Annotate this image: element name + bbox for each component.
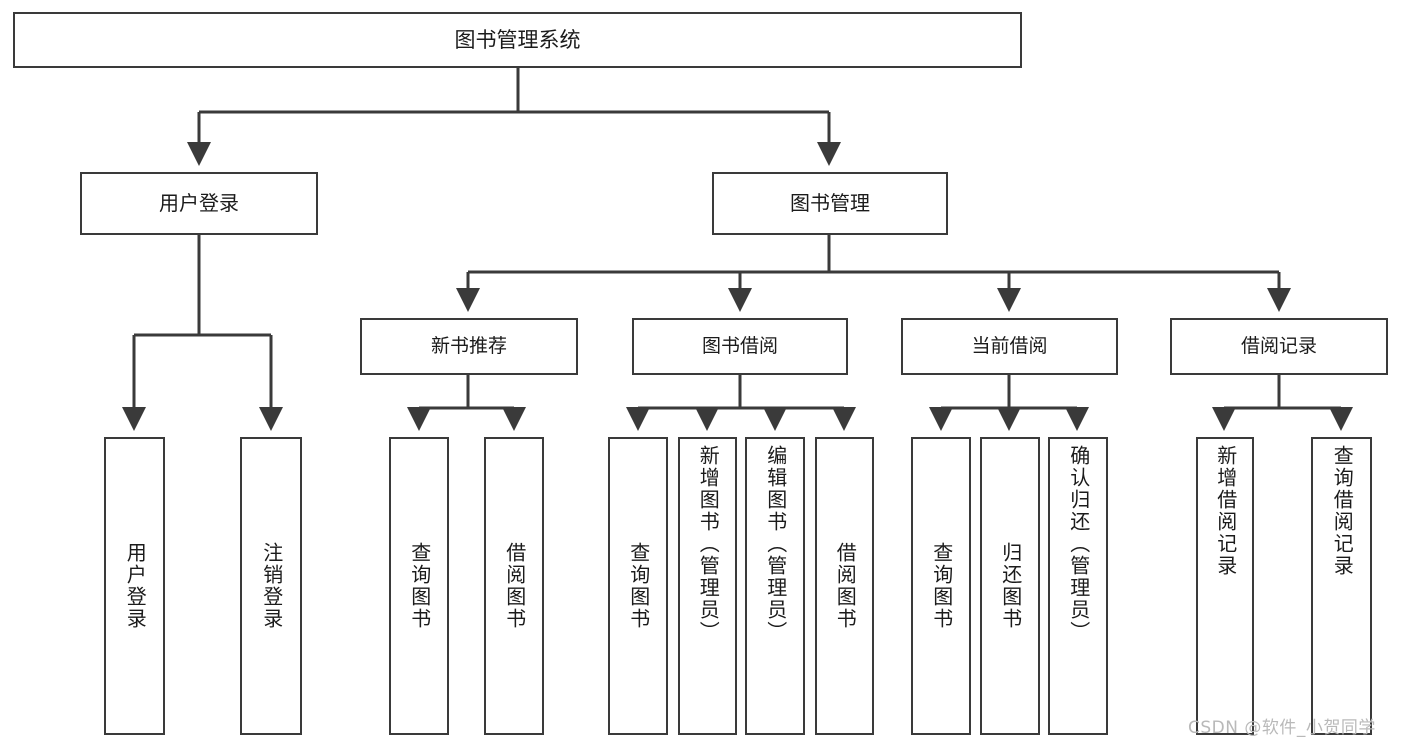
node-leaf-user-login-label: 用户登录 (123, 542, 148, 630)
node-leaf-return-book-label: 归还图书 (998, 542, 1023, 630)
node-leaf-add-record-label: 新增借阅记录 (1213, 445, 1238, 577)
node-book-manage[interactable]: 图书管理 (712, 172, 948, 235)
node-leaf-borrow-book-1-label: 借阅图书 (502, 542, 527, 630)
node-current-borrow[interactable]: 当前借阅 (901, 318, 1118, 375)
node-leaf-query-book-2-label: 查询图书 (626, 542, 651, 630)
node-leaf-query-book-1[interactable]: 查询图书 (389, 437, 449, 735)
node-user-login[interactable]: 用户登录 (80, 172, 318, 235)
node-leaf-logout[interactable]: 注销登录 (240, 437, 302, 735)
node-leaf-add-book[interactable]: 新增图书（管理员） (678, 437, 737, 735)
node-leaf-query-book-3-label: 查询图书 (929, 542, 954, 630)
node-leaf-query-book-1-label: 查询图书 (407, 542, 432, 630)
node-leaf-borrow-book-2-label: 借阅图书 (833, 542, 858, 630)
node-leaf-confirm-return-label: 确认归还（管理员） (1066, 445, 1091, 643)
node-leaf-query-book-3[interactable]: 查询图书 (911, 437, 971, 735)
node-borrow-record[interactable]: 借阅记录 (1170, 318, 1388, 375)
node-current-borrow-label: 当前借阅 (971, 335, 1048, 358)
node-new-book-recommend-label: 新书推荐 (430, 335, 507, 358)
node-leaf-confirm-return[interactable]: 确认归还（管理员） (1048, 437, 1108, 735)
node-leaf-add-book-label: 新增图书（管理员） (696, 445, 721, 643)
node-leaf-query-record-label: 查询借阅记录 (1330, 445, 1355, 577)
node-leaf-query-book-2[interactable]: 查询图书 (608, 437, 668, 735)
node-new-book-recommend[interactable]: 新书推荐 (360, 318, 578, 375)
node-leaf-query-record[interactable]: 查询借阅记录 (1311, 437, 1372, 735)
node-root[interactable]: 图书管理系统 (13, 12, 1022, 68)
node-book-borrow-label: 图书借阅 (701, 335, 778, 358)
node-root-label: 图书管理系统 (454, 27, 581, 52)
node-leaf-edit-book-label: 编辑图书（管理员） (763, 445, 788, 643)
node-leaf-borrow-book-2[interactable]: 借阅图书 (815, 437, 874, 735)
node-user-login-label: 用户登录 (159, 190, 239, 215)
node-leaf-edit-book[interactable]: 编辑图书（管理员） (745, 437, 805, 735)
node-leaf-return-book[interactable]: 归还图书 (980, 437, 1040, 735)
node-leaf-user-login[interactable]: 用户登录 (104, 437, 165, 735)
node-book-borrow[interactable]: 图书借阅 (632, 318, 848, 375)
node-borrow-record-label: 借阅记录 (1240, 335, 1317, 358)
node-leaf-add-record[interactable]: 新增借阅记录 (1196, 437, 1254, 735)
node-leaf-borrow-book-1[interactable]: 借阅图书 (484, 437, 544, 735)
csdn-watermark: CSDN @软件_小贺同学 (1188, 718, 1376, 738)
node-book-manage-label: 图书管理 (790, 190, 870, 215)
node-leaf-logout-label: 注销登录 (259, 542, 284, 630)
